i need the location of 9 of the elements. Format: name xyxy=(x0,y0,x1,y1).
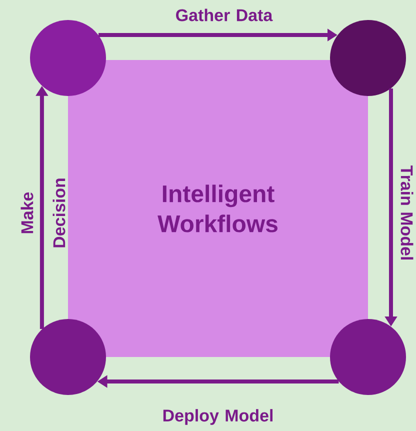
circle xyxy=(330,319,406,395)
circle xyxy=(30,20,106,96)
central-square: Intelligent Workflows xyxy=(68,60,368,357)
edge-label: Gather Data xyxy=(176,8,273,22)
edge-label: Train Model xyxy=(400,165,414,260)
circle xyxy=(330,20,406,96)
edge-label: Deploy Model xyxy=(163,409,273,425)
edge-label: Make Decision xyxy=(20,178,66,248)
circle xyxy=(30,319,106,395)
